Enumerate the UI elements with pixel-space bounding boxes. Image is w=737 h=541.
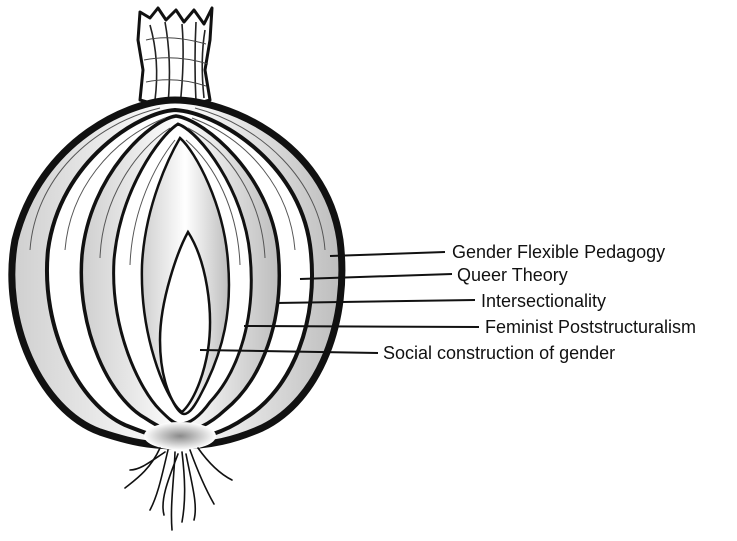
label-feminist-poststructuralism: Feminist Poststructuralism: [485, 317, 696, 337]
onion-basal-plate: [144, 422, 216, 450]
label-social-construction-of-gender: Social construction of gender: [383, 343, 615, 363]
label-queer-theory: Queer Theory: [457, 265, 568, 285]
label-gender-flexible-pedagogy: Gender Flexible Pedagogy: [452, 242, 665, 262]
leader-line-outer: [330, 252, 445, 256]
layer-labels: Gender Flexible Pedagogy Queer Theory In…: [383, 242, 696, 363]
onion-neck: [138, 8, 212, 110]
leader-line-layer-4: [244, 326, 479, 327]
label-intersectionality: Intersectionality: [481, 291, 606, 311]
onion-roots: [125, 448, 232, 530]
